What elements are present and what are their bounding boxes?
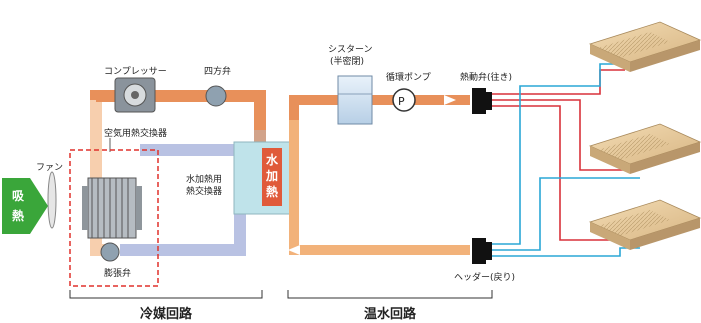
- circulation-pump-label: 循環ポンプ: [386, 71, 431, 83]
- water-return-pipe: [289, 120, 470, 255]
- water-heating-char-1: 水: [266, 152, 279, 167]
- pump-symbol: P: [398, 95, 405, 108]
- intake-arrow: 吸 熱: [2, 178, 48, 234]
- air-heat-exchanger: [82, 177, 142, 239]
- water-heating-bar: [262, 148, 282, 206]
- compressor-label: コンプレッサー: [104, 66, 167, 77]
- four-way-valve-label: 四方弁: [204, 65, 231, 77]
- compressor-icon: [114, 77, 156, 113]
- hot-water-bracket: [287, 290, 493, 299]
- cistern-icon: [337, 75, 373, 125]
- expansion-valve-icon: [100, 242, 120, 262]
- water-supply-pipe: [289, 95, 470, 120]
- refrigerant-bracket: [69, 290, 263, 299]
- water-heating-char-3: 熱: [266, 184, 278, 199]
- header-return-label: ヘッダー(戻り): [454, 271, 515, 283]
- cistern-sub-label: (半密閉): [330, 55, 364, 67]
- floor-panel-icon: [588, 21, 701, 72]
- refrigerant-pipe-top: [90, 90, 266, 130]
- pump-icon: P: [392, 88, 416, 112]
- water-heat-exchanger-label-2: 熱交換器: [186, 185, 222, 197]
- floor-heating-lines: [492, 63, 640, 257]
- water-heat-exchanger-label-1: 水加熱用: [186, 173, 222, 185]
- refrigerant-circuit-label: 冷媒回路: [140, 306, 193, 322]
- supply-manifold: [472, 88, 486, 114]
- floor-panel-icon: [588, 199, 701, 250]
- valve-icon: [205, 85, 227, 107]
- expansion-valve-label: 膨張弁: [104, 267, 131, 279]
- air-heat-exchanger-label: 空気用熱交換器: [104, 127, 167, 139]
- intake-char-2: 熱: [12, 208, 24, 223]
- hot-water-circuit-label: 温水回路: [364, 306, 417, 322]
- water-heating-char-2: 加: [265, 168, 278, 183]
- thermal-valve-label: 熱動弁(往き): [460, 71, 512, 83]
- intake-char-1: 吸: [12, 189, 25, 203]
- fan-icon: [47, 171, 57, 229]
- outdoor-unit-box: [69, 149, 159, 287]
- return-manifold: [472, 238, 486, 264]
- cistern-label: シスターン: [328, 44, 373, 55]
- floor-panel-icon: [588, 123, 701, 174]
- fan-label: ファン: [36, 163, 63, 173]
